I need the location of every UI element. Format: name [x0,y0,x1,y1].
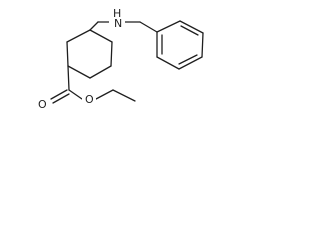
ring-bond-6 [66,29,91,43]
phenyl-bond-2 [179,20,204,34]
ring-bond-4 [67,65,91,79]
ester-oxygen-text: O [85,93,94,106]
amine-nitrogen-label: N [114,17,122,30]
chemical-structure: H N O O [35,7,204,111]
benzyl-to-phenyl-bond [139,21,158,33]
aminomethyl-linker [89,21,158,33]
ester-oxygen-background [82,92,96,106]
ring-bond-5 [66,41,69,67]
ester-oxygen-label: O [82,92,96,106]
carbonyl-oxygen-label: O [35,97,49,111]
carbonyl-oxygen-background [35,97,49,111]
nitrogen-label: H N [109,7,125,30]
phenyl-double-bond-1 [180,25,199,36]
ester-oxygen-to-ethyl-bond [95,89,114,100]
carbonyl-double-bond-a [50,89,68,100]
amine-hydrogen-label: H [113,7,121,20]
cyclohexane-ring [66,29,113,79]
carbonyl-oxygen-text: O [38,98,47,111]
phenyl-bond-4 [178,56,203,70]
ring-to-ester-carbon-bond [67,65,70,91]
ring-bond-2 [110,41,113,67]
ethyl-bond [112,89,136,102]
phenyl-bond-5 [156,56,180,70]
ethyl-ester-group [50,65,136,104]
ring-bond-1 [89,29,113,43]
ring-to-methylene-bond [89,21,99,31]
carbonyl-double-bond-b [52,93,70,104]
phenyl-ring [156,20,204,70]
phenyl-bond-3 [201,32,204,58]
ring-bond-3 [89,65,112,79]
nitrogen-label-background [109,8,125,28]
phenyl-double-bond-2 [178,54,198,65]
ester-carbon-to-oxygen-bond [68,89,83,100]
phenyl-bond-1 [156,20,181,33]
